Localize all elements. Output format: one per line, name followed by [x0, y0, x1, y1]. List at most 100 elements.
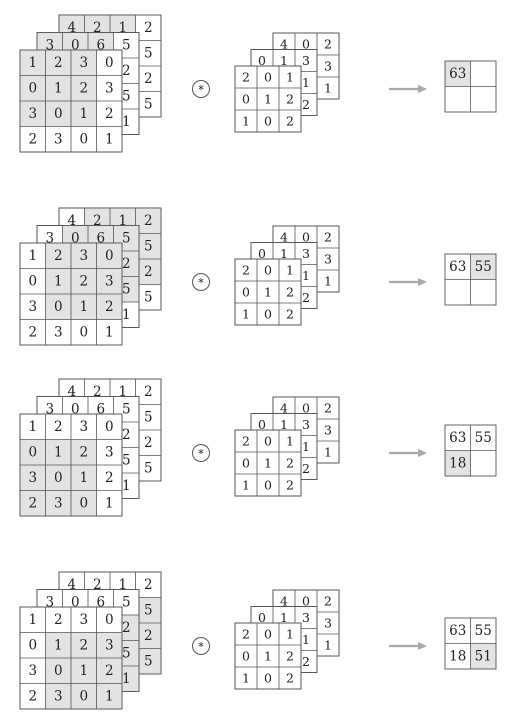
filter-tensor: 402013201013201012201012102: [234, 225, 340, 326]
input-layer-1-cell-value: 2: [93, 213, 102, 229]
filter-layer-1-cell-value: 2: [324, 401, 332, 416]
input-layer-3-cell-value: 1: [28, 612, 37, 628]
filter-layer-1-cell-value: 0: [302, 401, 310, 416]
input-layer-3-cell-value: 2: [105, 470, 114, 486]
input-layer-1-cell-value: 4: [67, 20, 76, 36]
filter-layer-2-cell-value: 1: [280, 610, 288, 625]
input-layer-2-cell-value: 0: [71, 230, 80, 246]
input-tensor: 4212306542422305306542422305123112300123…: [19, 378, 162, 517]
arrow-icon: [389, 642, 427, 650]
input-layer-3-cell-value: 1: [54, 273, 63, 289]
filter-layer-3-cell-value: 1: [242, 114, 250, 129]
input-layer-1-cell-value: 2: [144, 20, 153, 36]
input-layer-3-cell-value: 0: [28, 444, 37, 460]
input-layer-3-cell-value: 3: [105, 637, 114, 653]
filter-layer-1-cell-value: 4: [280, 230, 288, 245]
output-cell-value: 18: [449, 648, 466, 664]
input-layer-3-cell-value: 2: [28, 324, 37, 340]
operator-circle: [192, 444, 210, 462]
filter-layer-2-cell-value: 2: [302, 97, 310, 112]
filter-layer-3-cell-value: 1: [264, 649, 272, 664]
input-layer-3-cell-value: 3: [28, 663, 37, 679]
filter-layer-3-cell-value: 0: [264, 434, 272, 449]
input-layer-3-cell-value: 1: [79, 106, 88, 122]
input-layer-3-cell-value: 2: [54, 612, 63, 628]
input-layer-1-cell-value: 5: [144, 45, 153, 61]
filter-layer-1-cell-value: 3: [324, 423, 332, 438]
filter-layer-3-cell-value: 1: [286, 434, 294, 449]
input-layer-3-window-highlight: [45, 632, 122, 709]
filter-layer-2-cell-value: 1: [302, 439, 310, 454]
filter-layer-2-cell-value: 0: [258, 246, 266, 261]
filter-layer-3-cell-value: 0: [242, 92, 250, 107]
input-layer-3-cell-value: 0: [105, 612, 114, 628]
filter-layer-3-cell-value: 2: [286, 307, 294, 322]
filter-layer-2-cell-value: 1: [280, 417, 288, 432]
input-layer-2-cell-value: 5: [122, 645, 131, 661]
input-layer-3-window-highlight: [45, 243, 122, 320]
input-layer-1-cell-value: 2: [144, 264, 153, 280]
operator-circle: [192, 273, 210, 291]
filter-layer-3-cell-value: 1: [286, 70, 294, 85]
convolution-operator: *: [192, 273, 210, 291]
filter-layer-3-cell-value: 2: [242, 263, 250, 278]
input-layer-3-cell-value: 1: [79, 663, 88, 679]
operator-symbol: *: [198, 641, 204, 654]
input-layer-3-cell-value: 3: [54, 131, 63, 147]
output-cell-value: 63: [449, 623, 466, 639]
filter-layer-1-cell-value: 0: [302, 594, 310, 609]
input-layer-3-cell-value: 0: [28, 273, 37, 289]
input-layer-3-cell-value: 1: [54, 80, 63, 96]
input-layer-1-cell-value: 2: [144, 628, 153, 644]
operator-symbol: *: [198, 84, 204, 97]
output-cell-value: 51: [475, 648, 492, 664]
input-layer-2-cell-value: 0: [71, 594, 80, 610]
filter-layer-3-cell-value: 0: [264, 70, 272, 85]
input-layer-2-cell-value: 6: [96, 230, 105, 246]
input-layer-3-cell-value: 0: [54, 663, 63, 679]
input-layer-3-cell-value: 3: [79, 248, 88, 264]
input-layer-1-cell-value: 5: [144, 96, 153, 112]
input-layer-2-cell-value: 1: [122, 114, 131, 130]
filter-layer-1-cell-value: 3: [324, 616, 332, 631]
input-tensor: 4212306542422305306542422305123112300123…: [19, 207, 162, 346]
input-layer-2-cell-value: 1: [122, 671, 131, 687]
filter-layer-3-cell-value: 0: [264, 478, 272, 493]
input-layer-3-cell-value: 3: [79, 419, 88, 435]
filter-layer-1-cell-value: 1: [324, 81, 332, 96]
filter-layer-2-cell-value: 3: [302, 417, 310, 432]
filter-layer-1-cell-value: 4: [280, 37, 288, 52]
input-layer-1-cell-value: 1: [118, 20, 127, 36]
filter-layer-3-cell-value: 0: [242, 649, 250, 664]
input-layer-3-cell-value: 0: [28, 80, 37, 96]
filter-layer-3-border: [234, 65, 302, 133]
input-layer-3-cell-value: 3: [54, 688, 63, 704]
filter-layer-1-cell-value: 1: [324, 445, 332, 460]
arrow-head: [418, 449, 427, 457]
input-layer-1-cell-value: 2: [144, 384, 153, 400]
input-layer-3-cell-value: 2: [105, 106, 114, 122]
filter-layer-3-border: [234, 429, 302, 497]
filter-layer-3-border: [234, 622, 302, 690]
output-cell-value: 63: [449, 259, 466, 275]
input-layer-1-cell-value: 2: [93, 384, 102, 400]
convolution-step-4: 4212306542422305306542422305123112300123…: [19, 571, 497, 710]
input-layer-1-cell-value: 4: [67, 213, 76, 229]
output-cell-value: 18: [449, 455, 466, 471]
filter-layer-2-cell-value: 2: [302, 290, 310, 305]
input-layer-3-border: [19, 606, 123, 710]
input-layer-2-cell-value: 5: [122, 401, 131, 417]
filter-tensor: 402013201013201012201012102: [234, 32, 340, 133]
arrow-head: [418, 642, 427, 650]
input-layer-1-cell-value: 1: [118, 213, 127, 229]
filter-layer-1-cell-value: 2: [324, 230, 332, 245]
input-layer-1-cell-value: 2: [144, 435, 153, 451]
input-layer-1-cell-value: 2: [93, 577, 102, 593]
output-map-border: [444, 617, 497, 670]
input-layer-3-cell-value: 1: [54, 637, 63, 653]
input-layer-2-cell-value: 0: [71, 37, 80, 53]
filter-layer-3-cell-value: 2: [286, 671, 294, 686]
